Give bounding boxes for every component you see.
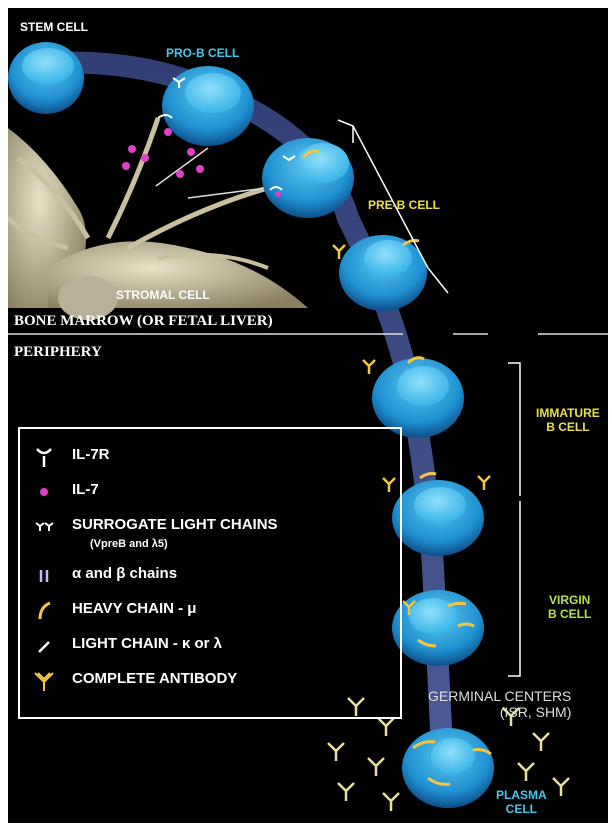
germinal-centers-label: GERMINAL CENTERS (ISR, SHM) — [428, 688, 571, 720]
plasma-cell-label: PLASMA CELL — [496, 788, 547, 816]
legend-row-il7r: IL-7R — [20, 443, 400, 473]
immature-line1: IMMATURE — [536, 406, 600, 420]
legend-row-il7: IL-7 — [20, 478, 400, 508]
legend-alpha-beta-label: α and β chains — [72, 565, 177, 582]
stem-cell — [8, 42, 84, 114]
legend: IL-7R IL-7 SURROGATE LIGHT CHAINS (VpreB… — [18, 427, 402, 719]
legend-complete-label: COMPLETE ANTIBODY — [72, 670, 237, 687]
legend-light-label: LIGHT CHAIN - κ or λ — [72, 635, 222, 652]
legend-surrogate-sub: (VpreB and λ5) — [90, 538, 168, 550]
germinal-line2: (ISR, SHM) — [428, 704, 571, 720]
virgin-line1: VIRGIN — [548, 593, 591, 607]
legend-row-light: LIGHT CHAIN - κ or λ — [20, 632, 400, 662]
legend-il7-label: IL-7 — [72, 481, 99, 498]
pre-b-cell-label: PRE-B CELL — [368, 198, 440, 212]
immature-b-cell — [363, 358, 464, 438]
immature-line2: B CELL — [536, 420, 600, 434]
stromal-cell-label: STROMAL CELL — [116, 288, 210, 302]
legend-row-alpha-beta: α and β chains — [20, 562, 400, 592]
heavy-chain-icon — [32, 599, 56, 623]
germinal-line1: GERMINAL CENTERS — [428, 688, 571, 704]
stem-cell-label: STEM CELL — [20, 20, 88, 34]
surrogate-chain-icon — [32, 515, 56, 539]
pre-b-cell-2 — [333, 235, 427, 311]
bone-marrow-label: BONE MARROW (OR FETAL LIVER) — [14, 313, 273, 330]
alpha-beta-icon — [32, 564, 56, 588]
complete-antibody-icon — [32, 669, 56, 693]
virgin-bracket — [508, 501, 520, 676]
virgin-line2: B CELL — [548, 607, 591, 621]
plasma-line2: CELL — [496, 802, 547, 816]
legend-row-surrogate: SURROGATE LIGHT CHAINS (VpreB and λ5) — [20, 513, 400, 557]
pro-b-cell-label: PRO-B CELL — [166, 46, 239, 60]
pre-b-cell-1 — [262, 138, 354, 218]
legend-il7r-label: IL-7R — [72, 446, 110, 463]
virgin-b-cell — [392, 590, 484, 666]
il7-dot-icon — [32, 480, 56, 504]
legend-row-complete: COMPLETE ANTIBODY — [20, 667, 400, 697]
plasma-line1: PLASMA — [496, 788, 547, 802]
il7r-icon — [32, 445, 56, 469]
immature-b-cell-label: IMMATURE B CELL — [536, 406, 600, 434]
legend-row-heavy: HEAVY CHAIN - μ — [20, 597, 400, 627]
light-chain-icon — [32, 634, 56, 658]
diagram-canvas: STEM CELL PRO-B CELL PRE-B CELL STROMAL … — [8, 8, 608, 823]
virgin-b-cell-label: VIRGIN B CELL — [548, 593, 591, 621]
immature-bracket — [508, 363, 520, 496]
legend-heavy-label: HEAVY CHAIN - μ — [72, 600, 196, 617]
legend-surrogate-label: SURROGATE LIGHT CHAINS — [72, 516, 278, 533]
periphery-label: PERIPHERY — [14, 344, 102, 361]
plasma-cell — [402, 728, 494, 808]
